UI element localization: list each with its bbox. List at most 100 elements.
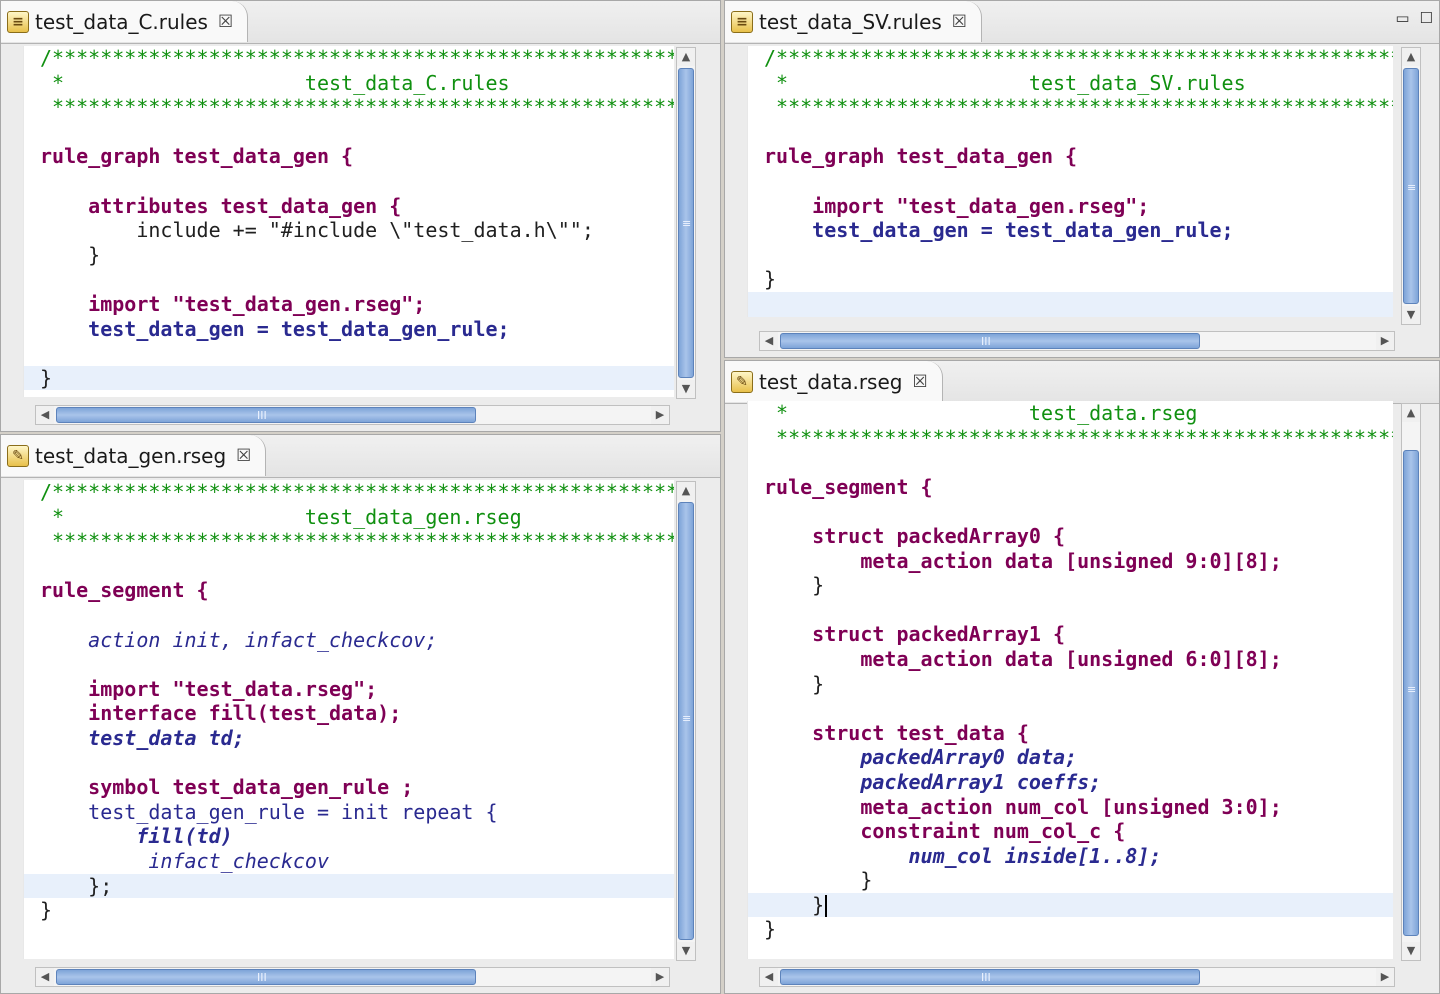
code-line: num_col inside[1..8];	[764, 843, 1162, 868]
code-line	[24, 341, 674, 366]
tab-test-data-rseg[interactable]: ✎ test_data.rseg ☒	[725, 361, 943, 402]
tab-label: test_data_C.rules	[35, 9, 208, 34]
code-line	[24, 554, 674, 579]
code-line: import "test_data.rseg";	[40, 676, 378, 701]
scroll-thumb[interactable]: ≡	[678, 68, 694, 378]
scroll-thumb[interactable]: ≡	[1403, 68, 1419, 304]
code-line: include += "#include \"test_data.h\"";	[40, 218, 594, 243]
scroll-down-icon[interactable]: ▼	[1402, 942, 1420, 960]
code-line: }	[40, 242, 101, 267]
scroll-right-icon[interactable]: ▶	[651, 406, 669, 424]
code-line: packedArray0 data;	[764, 745, 1078, 770]
code-line: }	[40, 898, 53, 923]
scroll-up-icon[interactable]: ▲	[1402, 48, 1420, 66]
scroll-thumb[interactable]: ≡	[1403, 450, 1419, 936]
scroll-down-icon[interactable]: ▼	[677, 380, 695, 398]
horizontal-scrollbar[interactable]: ◀ III ▶	[35, 405, 670, 425]
text-cursor	[825, 895, 828, 918]
grip-icon: ≡	[1407, 181, 1417, 195]
editor-pane-sv-rules: ≡ test_data_SV.rules ☒ ▭ ☐ /************…	[724, 0, 1440, 358]
vertical-scrollbar[interactable]: ▲ ≡ ▼	[676, 481, 696, 961]
scroll-up-icon[interactable]: ▲	[1402, 404, 1420, 422]
current-code-line	[748, 291, 1393, 317]
scroll-up-icon[interactable]: ▲	[677, 482, 695, 500]
code-line: }	[764, 267, 777, 292]
tab-test-data-gen-rseg[interactable]: ✎ test_data_gen.rseg ☒	[1, 435, 267, 476]
scroll-right-icon[interactable]: ▶	[1376, 968, 1394, 986]
code-line	[24, 751, 674, 776]
rules-file-icon: ≡	[7, 10, 29, 33]
scroll-up-icon[interactable]: ▲	[677, 48, 695, 66]
close-icon[interactable]: ☒	[912, 371, 928, 392]
code-line: rule_segment {	[764, 474, 933, 499]
scroll-thumb[interactable]: III	[780, 969, 1200, 985]
scroll-left-icon[interactable]: ◀	[36, 406, 54, 424]
scroll-thumb[interactable]: ≡	[678, 502, 694, 940]
code-line	[24, 169, 674, 194]
code-line: struct packedArray1 {	[764, 622, 1066, 647]
tab-bar: ≡ test_data_SV.rules ☒ ▭ ☐	[725, 1, 1439, 44]
code-line: struct test_data {	[764, 720, 1029, 745]
code-line: /***************************************…	[40, 46, 674, 70]
code-line	[24, 652, 674, 677]
scroll-left-icon[interactable]: ◀	[760, 332, 778, 350]
code-editor[interactable]: /***************************************…	[23, 480, 674, 959]
tab-bar: ≡ test_data_C.rules ☒	[1, 1, 720, 44]
grip-icon: III	[981, 971, 991, 984]
grip-icon: III	[257, 409, 267, 422]
scroll-right-icon[interactable]: ▶	[651, 968, 669, 986]
code-editor[interactable]: * test_data.rseg ***********************…	[747, 401, 1393, 959]
scroll-thumb[interactable]: III	[780, 333, 1200, 349]
scroll-down-icon[interactable]: ▼	[677, 942, 695, 960]
code-line: test_data_gen_rule = init repeat {	[40, 799, 498, 824]
scroll-left-icon[interactable]: ◀	[36, 968, 54, 986]
code-line	[24, 267, 674, 292]
current-code-line: }	[748, 892, 1393, 918]
code-line	[24, 603, 674, 628]
horizontal-scrollbar[interactable]: ◀ III ▶	[759, 331, 1395, 351]
code-line: * test_data_C.rules	[40, 70, 510, 95]
code-editor[interactable]: /***************************************…	[747, 46, 1393, 317]
code-line: }	[764, 868, 873, 893]
code-line: attributes test_data_gen {	[40, 193, 402, 218]
minimize-icon[interactable]: ▭	[1395, 9, 1410, 27]
tab-test-data-sv-rules[interactable]: ≡ test_data_SV.rules ☒	[725, 1, 983, 42]
maximize-icon[interactable]: ☐	[1419, 9, 1433, 27]
horizontal-scrollbar[interactable]: ◀ III ▶	[35, 967, 670, 987]
vertical-scrollbar[interactable]: ▲ ≡ ▼	[676, 47, 696, 399]
current-code-line: };	[24, 873, 674, 899]
close-icon[interactable]: ☒	[236, 445, 252, 466]
editor-pane-c-rules: ≡ test_data_C.rules ☒ /*****************…	[0, 0, 721, 432]
code-line: meta_action num_col [unsigned 3:0];	[764, 794, 1282, 819]
code-line: /***************************************…	[764, 46, 1393, 70]
scroll-thumb[interactable]: III	[56, 969, 476, 985]
editor-pane-gen-rseg: ✎ test_data_gen.rseg ☒ /****************…	[0, 434, 721, 994]
scroll-right-icon[interactable]: ▶	[1376, 332, 1394, 350]
tab-test-data-c-rules[interactable]: ≡ test_data_C.rules ☒	[1, 1, 249, 42]
scroll-left-icon[interactable]: ◀	[760, 968, 778, 986]
code-line	[748, 120, 1393, 145]
code-line: fill(td)	[40, 824, 233, 849]
code-line: * test_data_gen.rseg	[40, 504, 522, 529]
vertical-scrollbar[interactable]: ▲ ≡ ▼	[1401, 47, 1421, 325]
code-line	[748, 598, 1393, 623]
code-line: ****************************************…	[40, 95, 674, 120]
scroll-down-icon[interactable]: ▼	[1402, 306, 1420, 324]
rules-file-icon: ≡	[731, 10, 753, 33]
scroll-thumb[interactable]: III	[56, 407, 476, 423]
vertical-scrollbar[interactable]: ▲ ≡ ▼	[1401, 403, 1421, 961]
grip-icon: ≡	[682, 216, 692, 230]
code-line: ****************************************…	[40, 529, 674, 554]
code-line: infact_checkcov	[40, 848, 329, 873]
code-line	[24, 120, 674, 145]
code-line	[748, 499, 1393, 524]
code-editor[interactable]: /***************************************…	[23, 46, 674, 397]
code-line: import "test_data_gen.rseg";	[40, 291, 426, 316]
close-icon[interactable]: ☒	[951, 11, 968, 32]
tab-bar: ✎ test_data.rseg ☒	[725, 361, 1439, 404]
editor-pane-data-rseg: ✎ test_data.rseg ☒ * test_data.rseg ****…	[724, 360, 1440, 994]
horizontal-scrollbar[interactable]: ◀ III ▶	[759, 967, 1395, 987]
grip-icon: III	[981, 335, 991, 348]
code-line: symbol test_data_gen_rule ;	[40, 775, 414, 800]
close-icon[interactable]: ☒	[217, 11, 234, 32]
